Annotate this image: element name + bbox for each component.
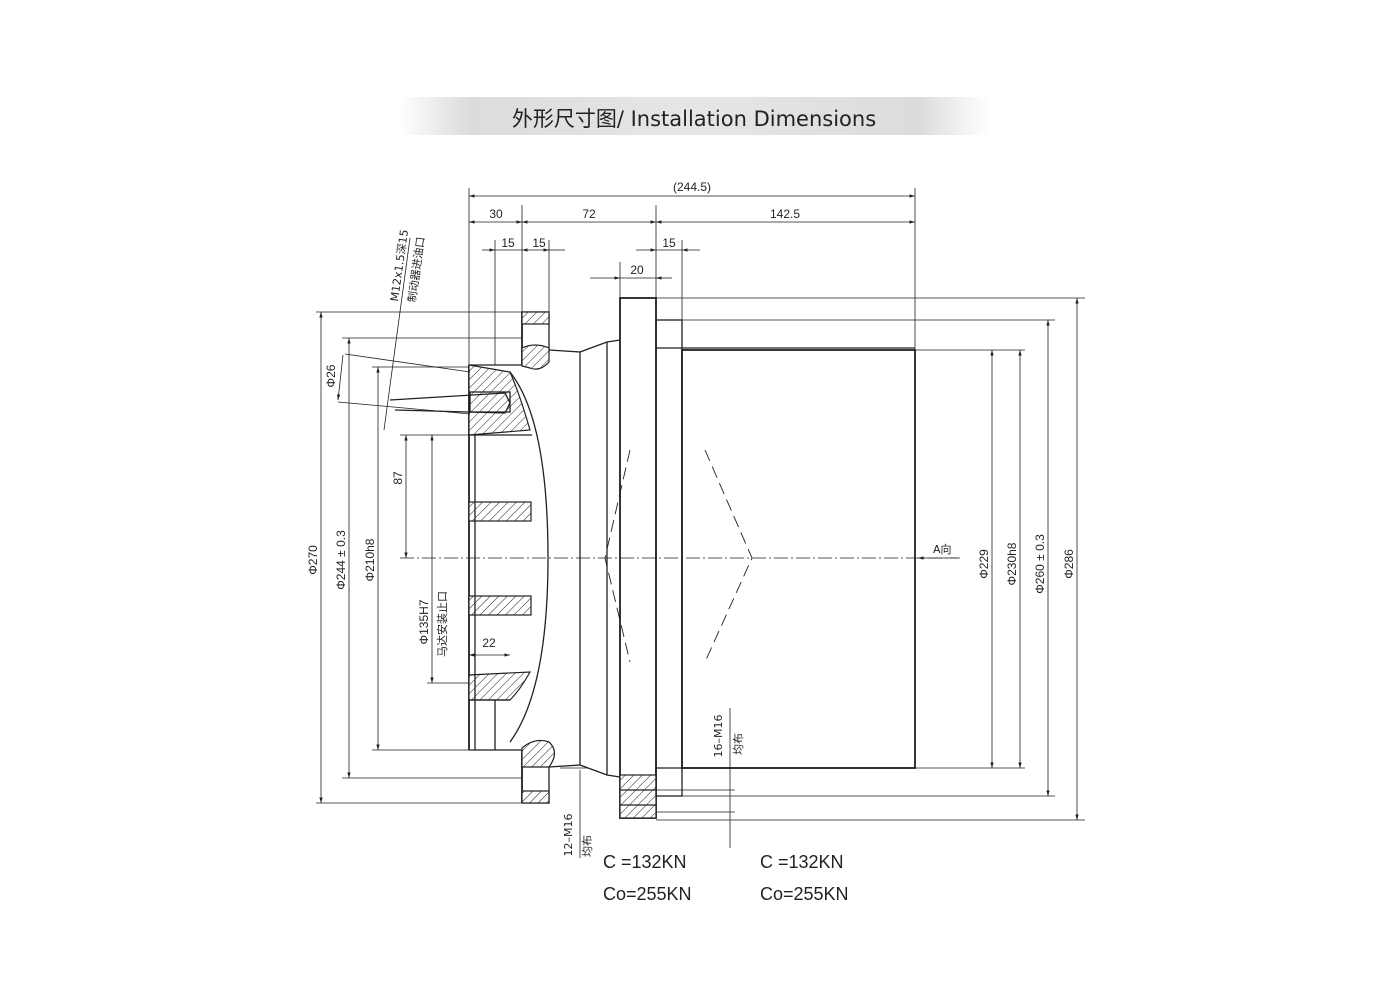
dim-phi286: Φ286 — [1062, 549, 1076, 579]
dim-30: 30 — [489, 207, 503, 221]
load-ratings: C =132KN Co=255KN C =132KN Co=255KN — [603, 852, 849, 904]
load-co-2: Co=255KN — [760, 884, 849, 904]
dim-phi260: Φ260 ± 0.3 — [1033, 534, 1047, 594]
dim-phi210: Φ210h8 — [363, 538, 377, 581]
dim-15a: 15 — [501, 236, 515, 250]
top-dimension-labels: (244.5) 30 72 142.5 15 15 15 20 — [489, 180, 800, 277]
right-extension-lines — [656, 297, 1085, 821]
dim-22: 22 — [482, 636, 496, 650]
dim-15b: 15 — [532, 236, 546, 250]
top-dimensions — [469, 194, 915, 280]
dim-phi270: Φ270 — [306, 545, 320, 575]
bolt-left-sub: 均布 — [581, 835, 594, 857]
page-title: 外形尺寸图/ Installation Dimensions — [511, 107, 877, 131]
motor-spigot-note: 马达安装止口 — [435, 591, 449, 657]
right-dimensions: Φ229 Φ230h8 Φ260 ± 0.3 Φ286 — [977, 298, 1079, 820]
dim-phi135: Φ135H7 — [417, 599, 431, 644]
dim-phi230: Φ230h8 — [1005, 542, 1019, 585]
load-co-1: Co=255KN — [603, 884, 692, 904]
view-a-arrow: A向 — [918, 542, 958, 560]
bolt-right-sub: 均布 — [732, 733, 745, 755]
load-c-1: C =132KN — [603, 852, 687, 872]
dim-72: 72 — [582, 207, 596, 221]
dim-phi229: Φ229 — [977, 549, 991, 579]
bolt-left-note: 12–M16 — [562, 814, 575, 857]
extension-lines — [468, 188, 916, 750]
bolt-notes: 12–M16 均布 16–M16 均布 — [560, 708, 745, 858]
load-c-2: C =132KN — [760, 852, 844, 872]
bolt-right-note: 16–M16 — [712, 715, 725, 758]
left-dimensions: Φ270 Φ244 ± 0.3 Φ210h8 87 Φ26 Φ135H7 马达安… — [306, 312, 510, 803]
dim-20: 20 — [630, 263, 644, 277]
dim-phi244: Φ244 ± 0.3 — [334, 530, 348, 590]
dim-total-length: (244.5) — [673, 180, 711, 194]
title-band — [398, 97, 990, 135]
dim-15c: 15 — [662, 236, 676, 250]
dim-87: 87 — [391, 471, 405, 485]
dim-phi26: Φ26 — [324, 364, 338, 387]
dim-142-5: 142.5 — [770, 207, 800, 221]
view-a-label: A向 — [933, 542, 952, 556]
left-extension-lines — [316, 311, 522, 804]
left-flange — [389, 311, 581, 804]
